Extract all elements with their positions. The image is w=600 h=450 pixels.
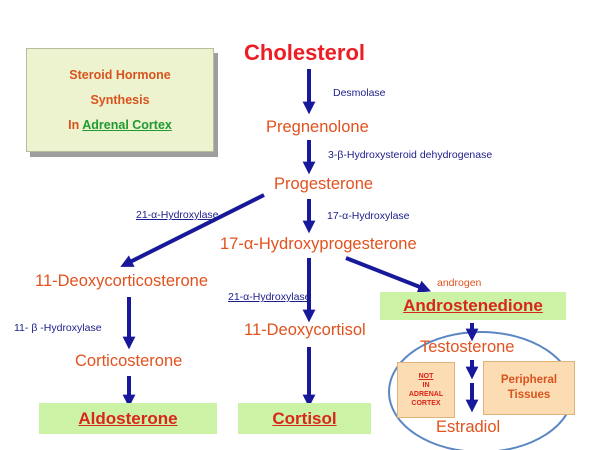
estradiol-label: Estradiol — [436, 418, 501, 436]
not-line-2: IN — [422, 382, 430, 389]
aldosterone-label: Aldosterone — [78, 408, 178, 428]
aldosterone-box: Aldosterone — [39, 403, 217, 434]
peripheral-line-1: Peripheral — [500, 374, 558, 386]
enzyme-17a-hydroxylase: 17-α-Hydroxylase — [327, 210, 410, 222]
enzyme-3b-hsd: 3-β-Hydroxysteroid dehydrogenase — [328, 149, 493, 161]
title-line-3: In Adrenal Cortex — [27, 118, 213, 132]
androgen-label: androgen — [437, 277, 482, 289]
title-line-2: Synthesis — [90, 93, 150, 107]
title-box: Steroid Hormone Synthesis In Adrenal Cor… — [26, 48, 214, 152]
progesterone-label: Progesterone — [274, 175, 374, 193]
androstenedione-box: Androstenedione — [380, 292, 566, 320]
corticosterone-label: Corticosterone — [75, 352, 183, 370]
deoxycortisol-label: 11-Deoxycortisol — [244, 321, 366, 339]
testosterone-label: Testosterone — [420, 338, 515, 356]
peripheral-line-2: Tissues — [507, 389, 551, 401]
not-line-1: NOT — [418, 373, 434, 380]
not-in-adrenal-cortex-box: NOT IN ADRENAL CORTEX — [397, 362, 455, 418]
enzyme-21a-hydroxylase-mid: 21-α-Hydroxylase — [228, 291, 311, 303]
cholesterol-label: Cholesterol — [244, 40, 366, 65]
title-line-1: Steroid Hormone — [69, 68, 171, 82]
deoxycorticosterone-label: 11-Deoxycorticosterone — [35, 272, 209, 290]
pregnenolone-label: Pregnenolone — [266, 118, 369, 136]
enzyme-11b-hydroxylase: 11- β -Hydroxylase — [14, 322, 102, 334]
arrow-hydroxyprogesterone-androstenedione — [345, 256, 431, 293]
arrow-progesterone-deoxycorticosterone — [120, 193, 265, 267]
peripheral-tissues-box: Peripheral Tissues — [483, 361, 575, 415]
not-line-3: ADRENAL — [408, 391, 444, 398]
title-line-3-prefix: In — [68, 118, 83, 132]
hydroxyprogesterone-label: 17-α-Hydroxyprogesterone — [220, 235, 417, 253]
enzyme-desmolase: Desmolase — [333, 87, 386, 99]
cortisol-label: Cortisol — [272, 408, 337, 428]
enzyme-21a-hydroxylase-left: 21-α-Hydroxylase — [136, 209, 219, 221]
androstenedione-label: Androstenedione — [403, 296, 543, 315]
adrenal-cortex-link[interactable]: Adrenal Cortex — [82, 118, 172, 132]
not-line-4: CORTEX — [411, 400, 441, 407]
cortisol-box: Cortisol — [238, 403, 371, 434]
